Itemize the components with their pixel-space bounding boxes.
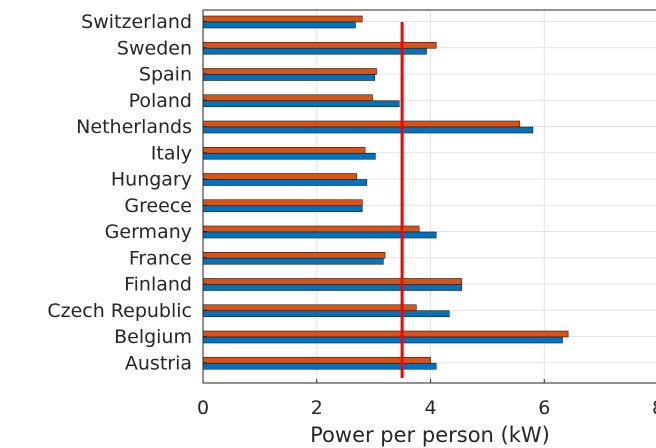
bar — [202, 21, 356, 29]
y-tick-label: Sweden — [117, 37, 192, 59]
bar — [202, 126, 534, 134]
bar — [202, 310, 450, 318]
y-tick-label: Switzerland — [81, 11, 192, 33]
bar — [202, 146, 366, 154]
bar — [202, 152, 376, 160]
y-tick-label: Poland — [129, 90, 192, 112]
y-tick-label: Spain — [139, 64, 192, 86]
bar — [202, 205, 363, 213]
y-tick-label: Austria — [125, 352, 192, 374]
bar — [202, 251, 386, 259]
labels: 0 2 4 6 8 SwitzerlandSwedenSpainPolandNetherl… — [47, 11, 656, 419]
bars — [202, 15, 569, 370]
y-tick-label: Finland — [124, 274, 192, 296]
y-tick-label: Greece — [124, 195, 192, 217]
axes — [202, 9, 656, 384]
y-tick-label: Netherlands — [76, 116, 192, 138]
bar — [202, 330, 569, 338]
bar — [202, 68, 377, 75]
x-tick-label: 2 — [311, 397, 323, 419]
bar — [202, 47, 427, 55]
bar — [202, 179, 368, 186]
bar — [202, 94, 373, 102]
y-tick-label: Hungary — [111, 169, 192, 191]
x-tick-label: 6 — [538, 397, 550, 419]
y-tick-label: Czech Republic — [47, 300, 192, 322]
bar — [202, 304, 417, 312]
x-tick-label: 0 — [197, 397, 209, 419]
y-tick-label: Germany — [105, 221, 192, 243]
x-tick-label: 4 — [424, 397, 436, 419]
bar — [202, 15, 363, 23]
x-tick-label: 8 — [652, 397, 656, 419]
bar — [202, 74, 376, 81]
bar — [202, 199, 363, 207]
bar — [202, 336, 563, 344]
y-tick-label: France — [129, 247, 192, 269]
bar — [202, 278, 463, 285]
y-tick-label: Italy — [151, 142, 192, 164]
bar — [202, 100, 400, 108]
bar — [202, 284, 463, 291]
bar — [202, 225, 420, 233]
bar — [202, 356, 431, 364]
bar — [202, 173, 357, 180]
x-axis-label: Power per person (kW) — [310, 423, 550, 447]
gridlines — [203, 10, 656, 383]
bar — [202, 257, 384, 265]
bar — [202, 120, 521, 128]
y-tick-label: Belgium — [114, 326, 192, 348]
